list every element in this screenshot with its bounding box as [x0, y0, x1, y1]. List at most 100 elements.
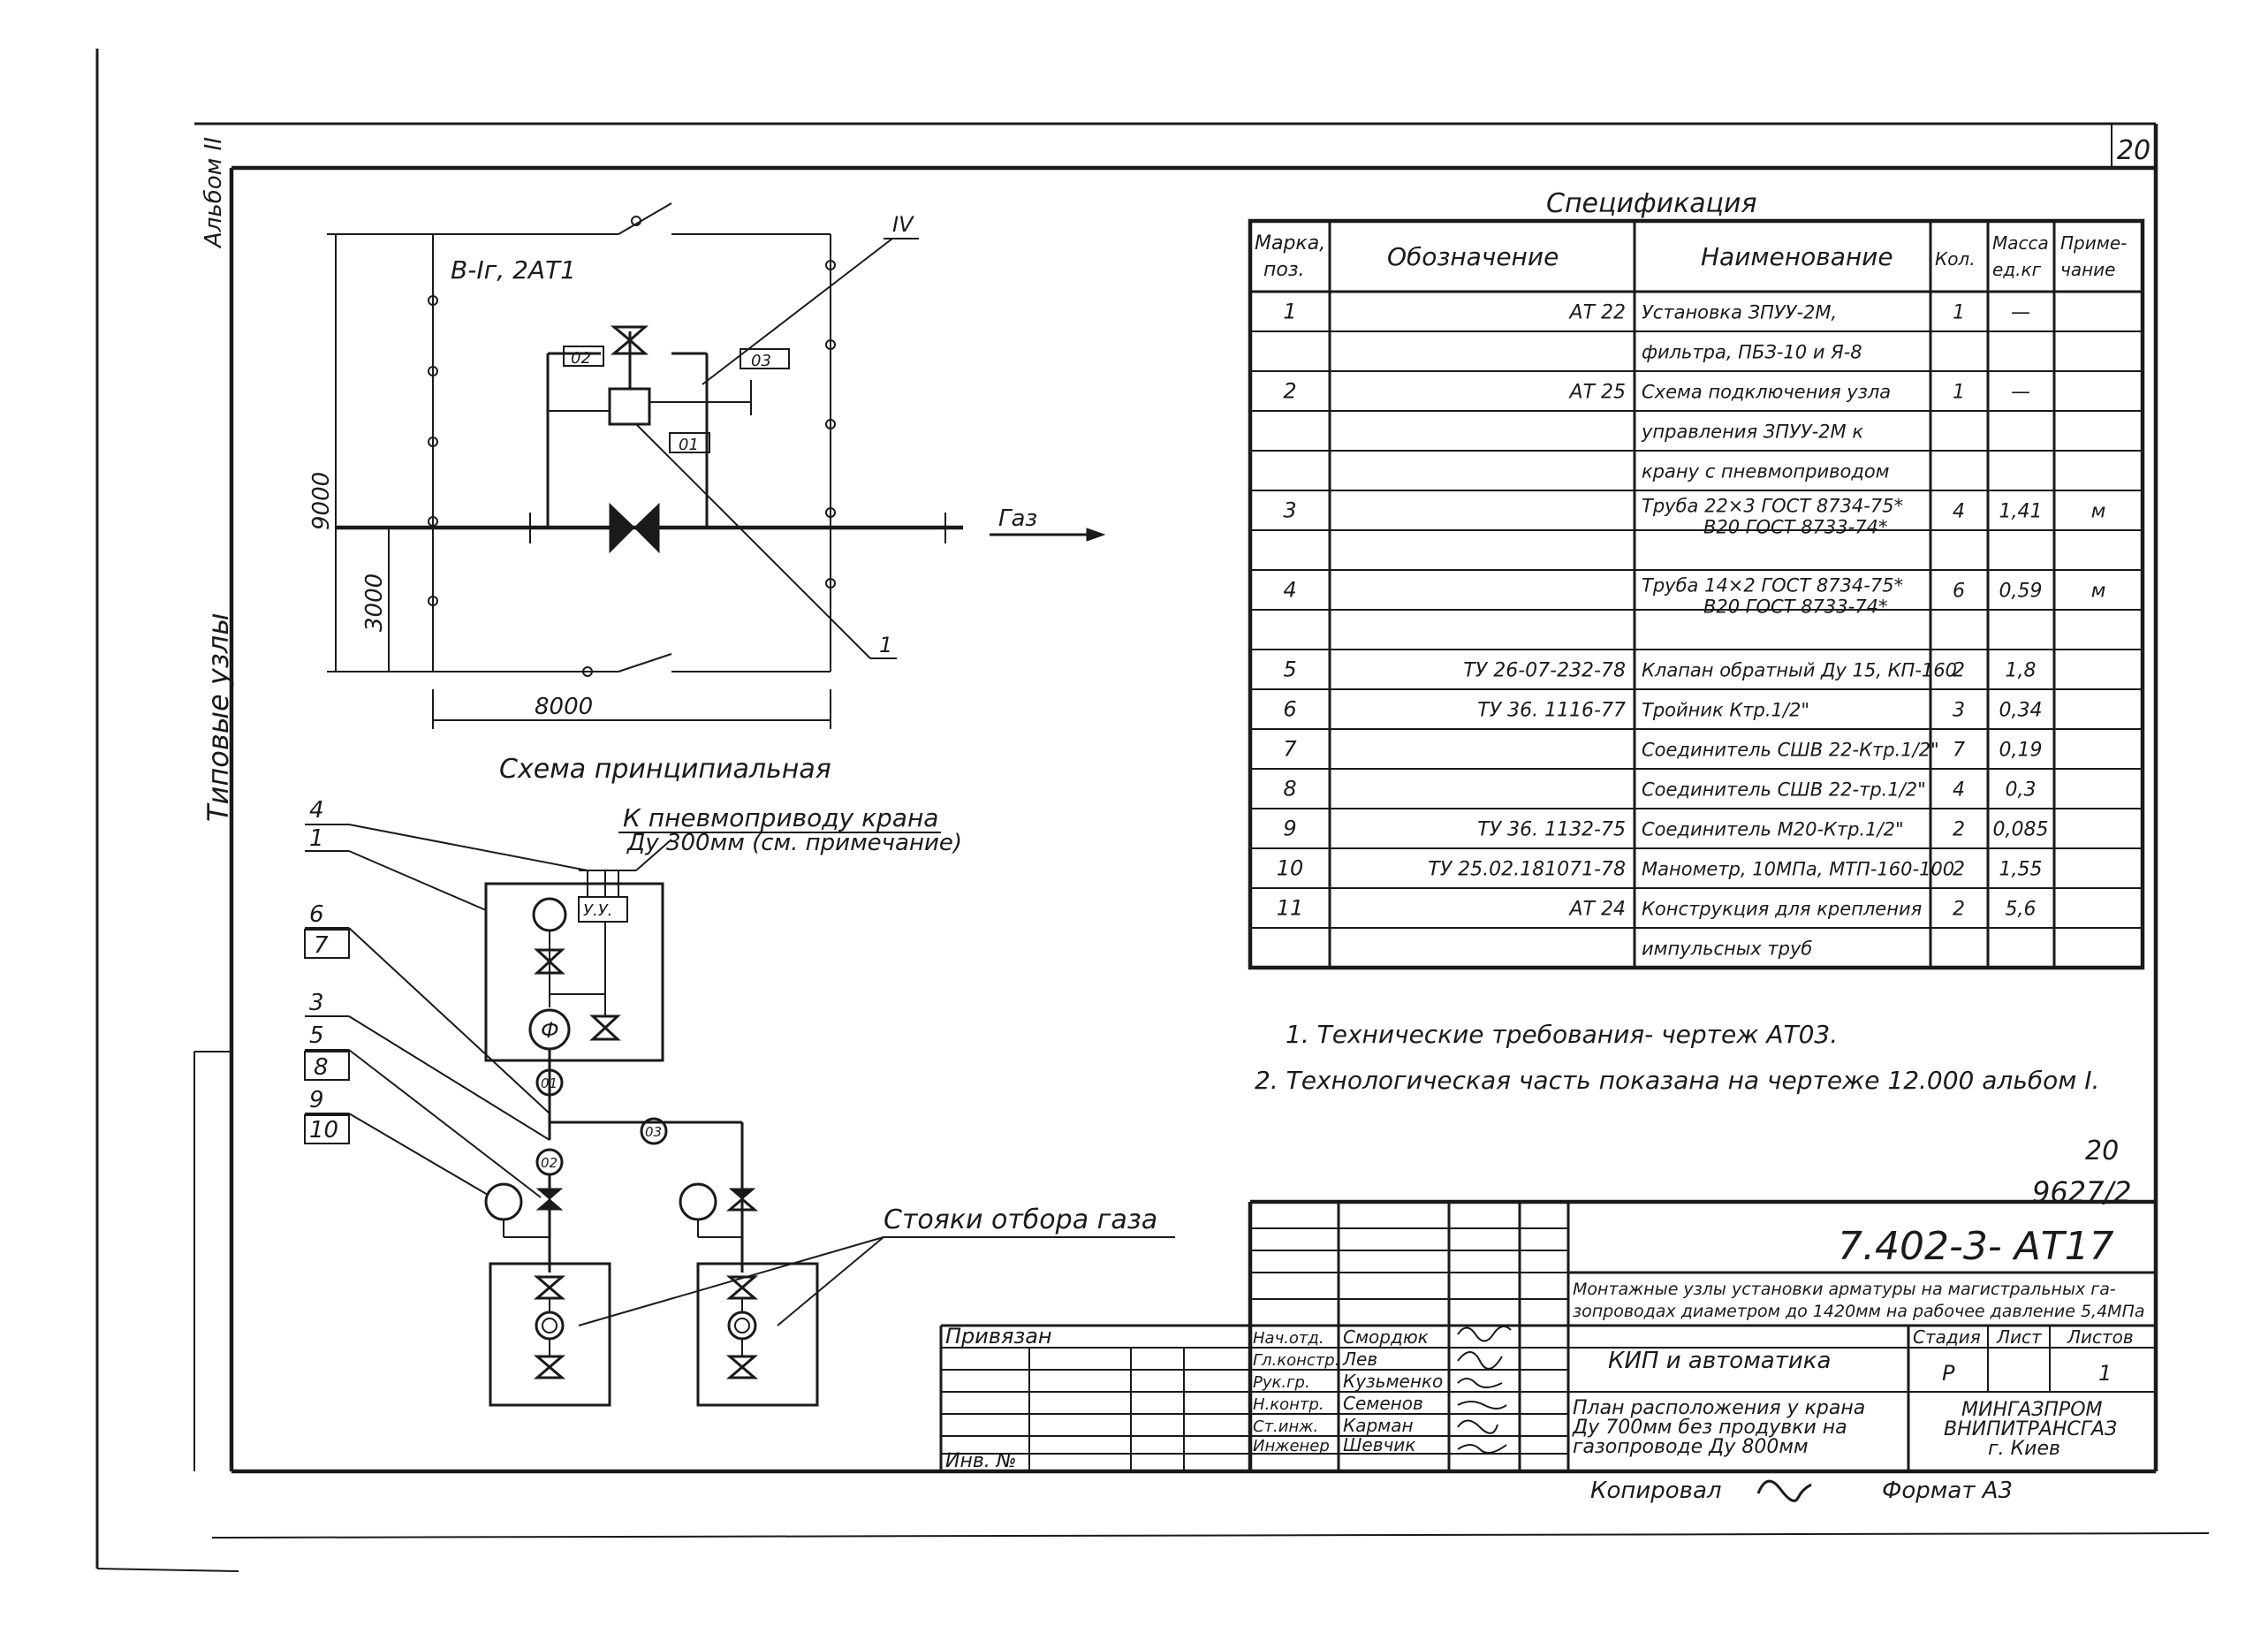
spec-designation: ТУ 25.02.181071-78	[1428, 859, 1626, 881]
page-number: 20	[2117, 135, 2150, 166]
sheets-header: Листов	[2067, 1326, 2134, 1348]
spec-qty: 2	[1953, 660, 1965, 682]
spec-name: крану с пневмоприводом	[1642, 461, 1890, 482]
spec-pos: 8	[1283, 777, 1296, 802]
sheet-header: Лист	[1996, 1326, 2043, 1348]
diagram-label-1: 1	[879, 633, 892, 657]
note-2: 2. Технологическая часть показана на чер…	[1255, 1066, 2099, 1095]
spec-mass: —	[2011, 382, 2030, 404]
spec-qty: 6	[1953, 581, 1965, 603]
callout-4: 4	[309, 797, 324, 824]
hdr-note-1: Приме-	[2060, 232, 2127, 254]
callout-6: 6	[309, 901, 324, 928]
section-label: КИП и автоматика	[1608, 1348, 1831, 1374]
spec-note: м	[2091, 581, 2106, 603]
spec-name-2: В20 ГОСТ 8733-74*	[1703, 596, 1887, 618]
spec-pos: 3	[1283, 498, 1296, 523]
spec-name: Схема подключения узла	[1642, 382, 1891, 403]
spec-table	[1248, 218, 2145, 970]
callout-7: 7	[314, 932, 329, 959]
spec-qty: 7	[1953, 740, 1965, 762]
name-3: Кузьменко	[1343, 1371, 1443, 1392]
spec-name: Конструкция для крепления	[1642, 899, 1922, 920]
spec-qty: 2	[1953, 819, 1965, 841]
role-5: Ст.инж.	[1253, 1417, 1318, 1436]
spec-name: Клапан обратный Ду 15, КП-160	[1642, 660, 1957, 681]
callout-5: 5	[309, 1022, 324, 1049]
sheet-frame	[95, 49, 2210, 1572]
spec-name-2: В20 ГОСТ 8733-74*	[1703, 517, 1887, 538]
role-2: Гл.констр.	[1253, 1351, 1339, 1370]
to-actuator-line2: Ду 300мм (см. примечание)	[626, 830, 962, 856]
name-5: Карман	[1343, 1415, 1414, 1436]
hdr-name: Наименование	[1701, 242, 1893, 271]
spec-name: Труба 14×2 ГОСТ 8734-75*	[1642, 575, 1903, 596]
spec-pos: 9	[1283, 817, 1296, 841]
spec-name: Соединитель СШВ 22-Ктр.1/2"	[1642, 740, 1939, 761]
plan-line-1: План расположения у крана	[1573, 1397, 1865, 1419]
callout-10: 10	[309, 1117, 338, 1144]
spec-name: Манометр, 10МПа, МТП-160-100	[1642, 859, 1954, 880]
org-line-1: МИНГАЗПРОМ	[1961, 1399, 2103, 1421]
hdr-note-2: чание	[2060, 259, 2115, 280]
phi-label: Ф	[541, 1018, 559, 1043]
spec-pos: 6	[1283, 697, 1296, 722]
diagram-label-02: 02	[571, 349, 591, 368]
spec-title: Спецификация	[1546, 188, 1757, 219]
spec-mass: 0,085	[1993, 819, 2049, 841]
name-4: Семенов	[1343, 1393, 1423, 1414]
role-1: Нач.отд.	[1253, 1329, 1324, 1348]
uu-label: У.У.	[583, 901, 612, 920]
callout-1: 1	[309, 825, 324, 852]
diagram-label-01: 01	[679, 436, 699, 454]
bound-label: Привязан	[945, 1324, 1052, 1349]
role-4: Н.контр.	[1253, 1395, 1324, 1414]
dim-3000: 3000	[361, 574, 388, 632]
title-block	[939, 1199, 2156, 1471]
name-6: Шевчик	[1343, 1434, 1415, 1455]
hookup-scheme	[304, 824, 1175, 1407]
diagram-label-b: В-Iг, 2АТ1	[451, 255, 576, 285]
spec-qty: 1	[1953, 302, 1965, 324]
title-desc-1: Монтажные узлы установки арматуры на маг…	[1573, 1280, 2116, 1299]
signatures	[1457, 1326, 1512, 1454]
circle-03: 03	[645, 1124, 662, 1140]
spec-mass: 0,19	[1999, 740, 2043, 762]
to-actuator-line1: К пневмоприводу крана	[623, 803, 938, 832]
side-label: Типовые узлы	[201, 613, 235, 823]
title-code: 7.402-3- АТ17	[1838, 1224, 2114, 1269]
spec-pos: 11	[1277, 896, 1304, 921]
circle-01: 01	[541, 1075, 558, 1091]
circle-02: 02	[541, 1155, 558, 1171]
spec-qty: 4	[1953, 779, 1965, 802]
role-3: Рук.гр.	[1253, 1373, 1310, 1392]
spec-designation: ТУ 36. 1116-77	[1477, 700, 1626, 722]
format-label: Формат А3	[1882, 1478, 2013, 1504]
spec-name: Установка ЗПУУ-2М,	[1642, 302, 1837, 323]
spec-name: Соединитель М20-Ктр.1/2"	[1642, 819, 1904, 840]
note-1: 1. Технические требования- чертеж АТ03.	[1286, 1020, 1838, 1049]
risers-label: Стояки отбора газа	[884, 1204, 1157, 1235]
spec-mass: 0,3	[2006, 779, 2037, 802]
spec-pos: 1	[1283, 300, 1296, 324]
sheets-value: 1	[2098, 1361, 2112, 1386]
spec-qty: 3	[1953, 700, 1965, 722]
spec-qty: 4	[1953, 501, 1965, 523]
spec-name: Соединитель СШВ 22-тр.1/2"	[1642, 779, 1926, 801]
spec-mass: —	[2011, 302, 2030, 324]
hdr-mass-2: ед.кг	[1992, 259, 2042, 280]
doc-ref-code: 9627/2	[2032, 1175, 2132, 1209]
spec-mass: 1,41	[1999, 501, 2043, 523]
name-1: Смордюк	[1343, 1326, 1429, 1348]
role-6: Инженер	[1253, 1437, 1330, 1455]
copied-label: Копировал	[1590, 1478, 1722, 1504]
spec-name: Труба 22×3 ГОСТ 8734-75*	[1642, 496, 1903, 517]
spec-name: фильтра, ПБЗ-10 и Я-8	[1642, 342, 1862, 363]
spec-pos: 10	[1277, 856, 1304, 881]
name-2: Лев	[1342, 1349, 1377, 1370]
dim-9000: 9000	[308, 472, 335, 530]
spec-mass: 1,8	[2006, 660, 2037, 682]
spec-designation: ТУ 36. 1132-75	[1477, 819, 1626, 841]
spec-designation: ТУ 26-07-232-78	[1463, 660, 1626, 682]
